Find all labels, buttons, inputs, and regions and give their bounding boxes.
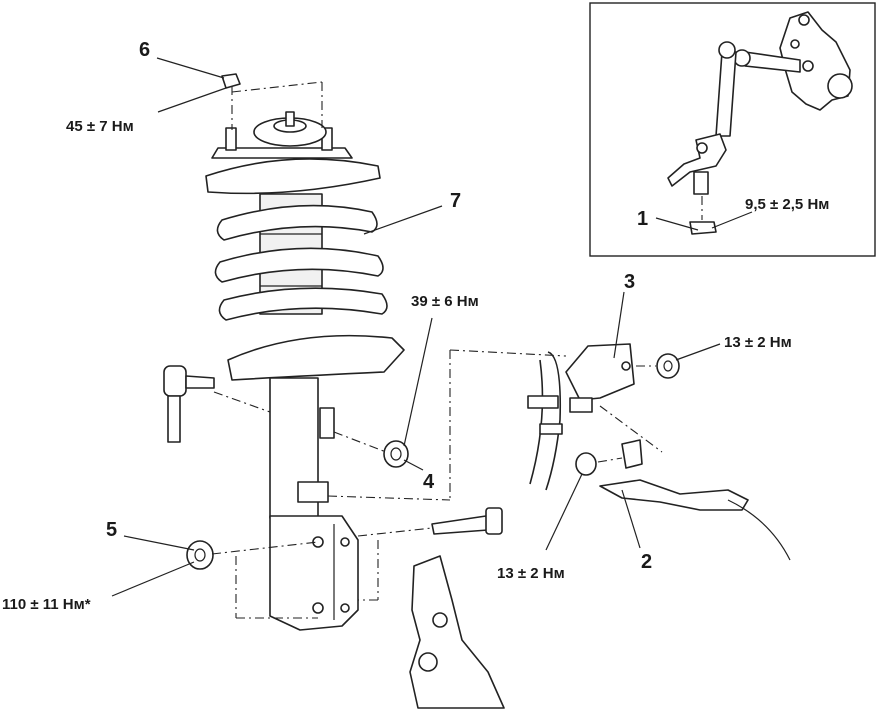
brake-hose-bracket xyxy=(527,343,791,561)
torque-part-1: 9,5 ± 2,5 Нм xyxy=(745,196,829,213)
callout-2: 2 xyxy=(641,551,652,573)
inset-height-sensor xyxy=(589,2,876,257)
stabilizer-link xyxy=(163,365,215,443)
torque-part-5: 110 ± 11 Нм* xyxy=(2,596,91,613)
torque-part-6: 45 ± 7 Нм xyxy=(66,118,134,135)
callout-1: 1 xyxy=(637,208,648,230)
fasteners xyxy=(186,73,680,709)
leader-lines xyxy=(111,57,753,597)
callout-3: 3 xyxy=(624,271,635,293)
callout-5: 5 xyxy=(106,519,117,541)
assembly-lines xyxy=(211,81,663,619)
torque-bracket-nut: 13 ± 2 Нм xyxy=(724,334,792,351)
callout-4: 4 xyxy=(423,471,435,493)
torque-part-2: 13 ± 2 Нм xyxy=(497,565,565,582)
strut-assembly xyxy=(205,111,405,631)
callout-6: 6 xyxy=(139,39,150,61)
callout-7: 7 xyxy=(450,190,461,212)
torque-part-4: 39 ± 6 Нм xyxy=(411,293,479,310)
